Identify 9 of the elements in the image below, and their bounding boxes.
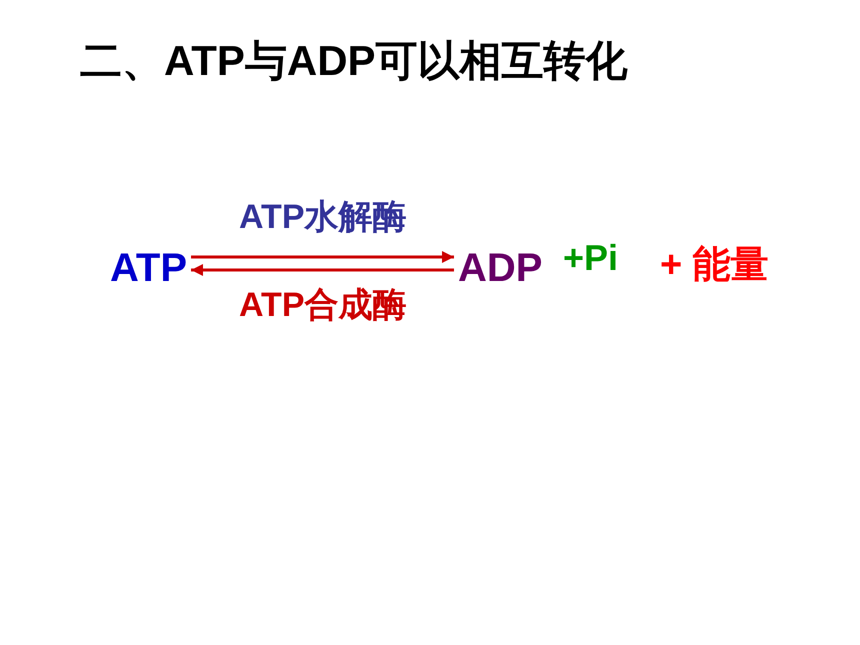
reaction-term: + 能量: [660, 246, 769, 284]
arrow: [191, 251, 454, 263]
title: 二、ATP与ADP可以相互转化: [80, 40, 628, 82]
edge-label: ATP合成酶: [239, 288, 406, 322]
reaction-term: +Pi: [563, 240, 618, 276]
node-text: ADP: [458, 248, 542, 288]
edge-label: ATP水解酶: [239, 200, 406, 234]
node-text: ATP: [110, 248, 188, 288]
arrow: [191, 264, 454, 276]
